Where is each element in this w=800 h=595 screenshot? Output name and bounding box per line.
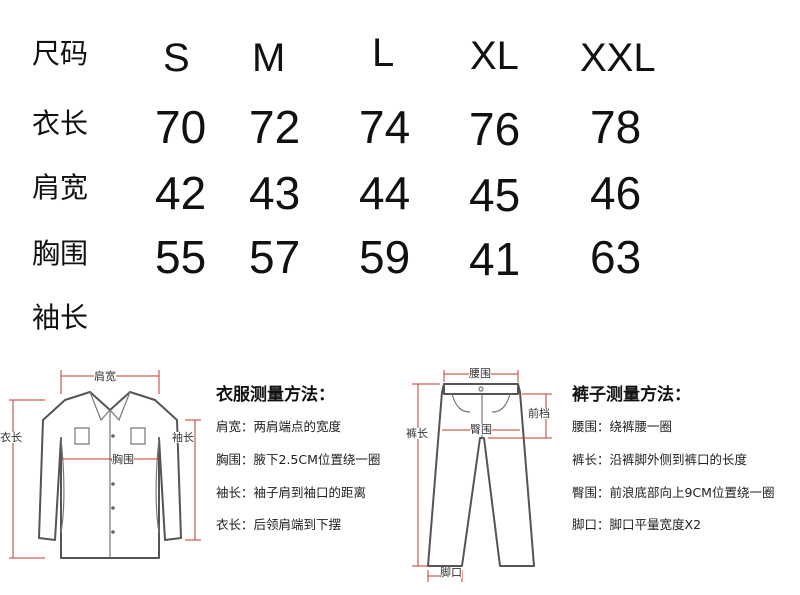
pants-guide-title: 裤子测量方法： <box>572 385 691 405</box>
row-label-sleeve: 袖长 <box>32 301 89 334</box>
pants-label-rise: 前档 <box>528 407 550 420</box>
cell-shoulder-xxl: 46 <box>590 167 642 219</box>
pants-guide-waist: 腰围：绕裤腰一圈 <box>572 419 673 434</box>
pants-diagram <box>412 370 552 582</box>
cell-shoulder-xl: 45 <box>469 169 521 221</box>
size-header-xl: XL <box>470 34 519 78</box>
cell-shoulder-l: 44 <box>359 167 411 219</box>
size-table: 尺码 S M L XL XXL 衣长 70 72 74 76 78 肩宽 42 … <box>32 31 656 334</box>
pants-label-waist: 腰围 <box>469 367 491 380</box>
cell-shoulder-s: 42 <box>155 167 207 219</box>
size-header-xxl: XXL <box>580 36 656 80</box>
shirt-guide-title: 衣服测量方法： <box>216 385 335 405</box>
pants-label-length: 裤长 <box>406 427 428 440</box>
cell-length-s: 70 <box>155 101 207 153</box>
cell-chest-s: 55 <box>155 231 207 283</box>
cell-length-l: 74 <box>359 101 411 153</box>
pants-guide-hip: 臀围：前浪底部向上9CM位置绕一圈 <box>572 485 775 500</box>
size-header-m: M <box>252 36 286 80</box>
shirt-guide-length: 衣长：后领肩端到下摆 <box>216 517 342 532</box>
shirt-label-sleeve: 袖长 <box>172 431 194 444</box>
row-label-length: 衣长 <box>32 107 89 140</box>
cell-length-m: 72 <box>249 101 301 153</box>
measurement-guide: 肩宽 衣长 袖长 胸围 衣服测量方法： 肩宽：两肩端点的宽度 胸围：腋下2.5C… <box>0 340 800 595</box>
pants-guide-length: 裤长：沿裤脚外侧到裤口的长度 <box>572 452 748 467</box>
shirt-diagram <box>9 370 201 559</box>
cell-chest-l: 59 <box>359 231 411 283</box>
cell-chest-m: 57 <box>249 231 301 283</box>
row-label-shoulder: 肩宽 <box>32 171 89 204</box>
shirt-label-shoulder: 肩宽 <box>94 370 116 383</box>
shirt-label-length: 衣长 <box>0 431 22 444</box>
cell-chest-xl: 41 <box>469 233 521 285</box>
size-header-label: 尺码 <box>32 37 89 70</box>
row-label-chest: 胸围 <box>32 237 89 270</box>
cell-shoulder-m: 43 <box>249 167 301 219</box>
pants-guide-hem: 脚口：脚口平量宽度X2 <box>572 517 702 532</box>
shirt-guide-sleeve: 袖长：袖子肩到袖口的距离 <box>216 485 367 500</box>
size-header-l: L <box>372 31 395 75</box>
shirt-guide-shoulder: 肩宽：两肩端点的宽度 <box>216 419 342 434</box>
shirt-label-chest: 胸围 <box>112 453 134 466</box>
cell-length-xl: 76 <box>469 103 521 155</box>
pants-label-hem: 脚口 <box>440 566 462 579</box>
pants-label-hip: 臀围 <box>470 423 492 436</box>
cell-length-xxl: 78 <box>590 101 642 153</box>
shirt-guide-chest: 胸围：腋下2.5CM位置绕一圈 <box>216 452 381 467</box>
cell-chest-xxl: 63 <box>590 231 642 283</box>
size-header-s: S <box>163 36 190 80</box>
